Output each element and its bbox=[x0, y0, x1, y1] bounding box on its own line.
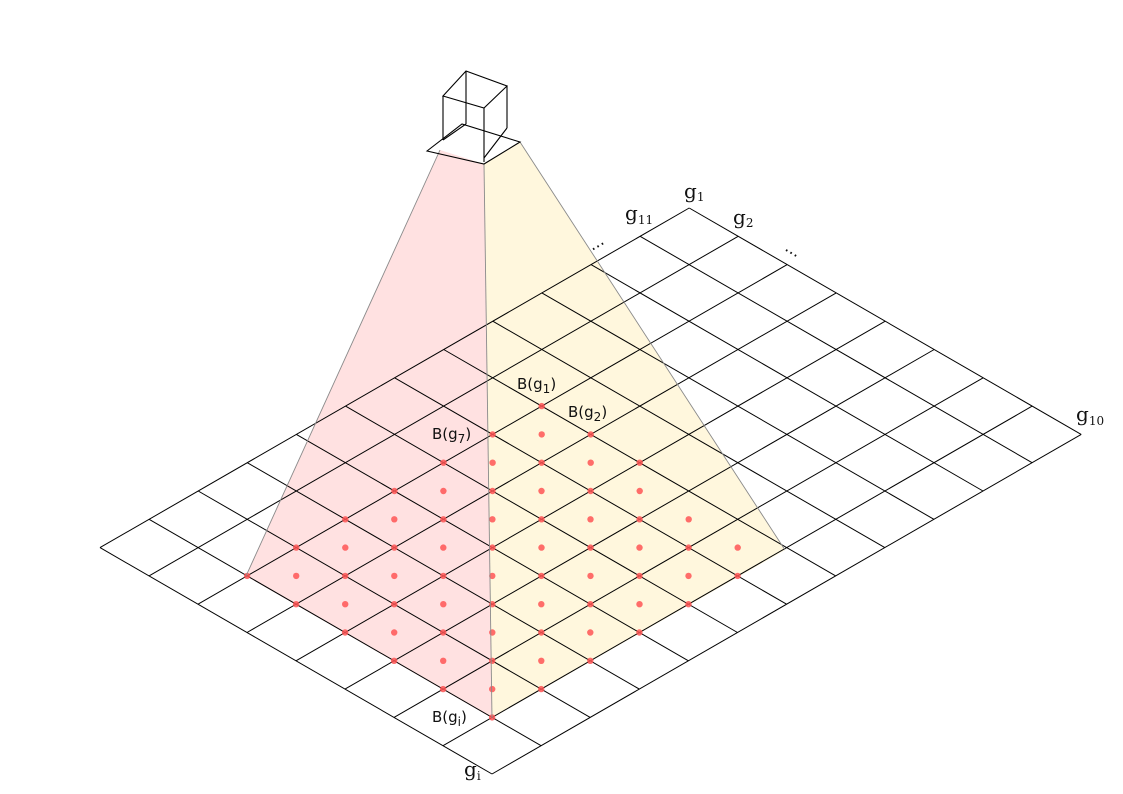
ellipsis-right: ... bbox=[782, 237, 805, 261]
ray-intersection-dot bbox=[489, 516, 496, 523]
ray-intersection-dot bbox=[292, 601, 300, 608]
ray-intersection-dot bbox=[342, 516, 349, 523]
ray-intersection-dot bbox=[440, 487, 447, 495]
ray-intersection-dot bbox=[391, 629, 398, 636]
ray-intersection-dot bbox=[440, 657, 447, 664]
ray-intersection-dot bbox=[734, 544, 741, 551]
ray-intersection-dot bbox=[685, 516, 692, 523]
ray-intersection-dot bbox=[636, 629, 643, 636]
ray-intersection-dot bbox=[440, 516, 447, 523]
ray-intersection-dot bbox=[391, 516, 398, 523]
ray-intersection-dot bbox=[390, 657, 398, 664]
ray-intersection-dot bbox=[538, 459, 545, 466]
ray-intersection-dot bbox=[243, 572, 251, 580]
ray-intersection-dot bbox=[538, 629, 545, 636]
ray-intersection-dot bbox=[489, 685, 496, 693]
ray-intersection-dot bbox=[391, 487, 398, 495]
ray-intersection-dot bbox=[342, 601, 349, 608]
ray-intersection-dot bbox=[342, 544, 349, 551]
ray-intersection-dot bbox=[440, 601, 447, 608]
ray-intersection-dot bbox=[440, 459, 447, 466]
grid-line-column bbox=[541, 292, 935, 520]
label-b-g1: B(g1) bbox=[517, 375, 556, 396]
ray-intersection-dot bbox=[440, 629, 447, 636]
label-b-gi: B(gi) bbox=[432, 708, 467, 729]
ray-intersection-dot bbox=[293, 572, 300, 580]
ray-intersection-dot bbox=[341, 629, 349, 636]
ray-intersection-dot bbox=[489, 431, 496, 438]
cone-edge-left bbox=[245, 149, 441, 577]
ray-intersection-dot bbox=[538, 685, 545, 693]
ray-intersection-dot bbox=[538, 402, 545, 410]
ray-intersection-dot bbox=[587, 629, 594, 636]
ray-intersection-dot bbox=[587, 487, 594, 495]
grid-line-column bbox=[590, 264, 984, 492]
projection-face-left bbox=[246, 150, 492, 718]
ray-intersection-dot bbox=[440, 544, 447, 551]
ray-intersection-dot bbox=[391, 601, 398, 608]
ray-intersection-dot bbox=[440, 572, 447, 580]
ray-intersection-dot bbox=[636, 601, 643, 608]
ray-intersection-dot bbox=[538, 487, 545, 495]
ray-intersection-dot bbox=[636, 572, 643, 580]
projection-face-right bbox=[484, 142, 785, 718]
cone-edge-right bbox=[519, 141, 786, 551]
ray-intersection-dot bbox=[391, 544, 398, 551]
ray-intersection-dot bbox=[489, 629, 496, 636]
ray-intersection-dot bbox=[342, 572, 349, 580]
ray-intersection-dot bbox=[685, 544, 692, 551]
ray-intersection-dot bbox=[439, 685, 447, 693]
cone-edge-center bbox=[483, 163, 493, 719]
ray-intersection-dot bbox=[587, 516, 594, 523]
ray-intersection-dot bbox=[734, 572, 741, 580]
grid-line-column bbox=[492, 320, 886, 549]
ray-intersection-dot bbox=[538, 601, 545, 608]
ray-intersection-dot bbox=[489, 487, 496, 495]
ray-intersection-dot bbox=[489, 657, 496, 664]
ray-intersection-dot bbox=[293, 544, 300, 551]
ray-intersection-dot bbox=[489, 572, 496, 580]
ray-intersection-dot bbox=[587, 459, 594, 466]
grid-line-column bbox=[688, 207, 1082, 435]
grid-line-column bbox=[99, 547, 493, 775]
ray-intersection-dot bbox=[538, 657, 545, 664]
grid-label-g10: g10 bbox=[1076, 402, 1104, 428]
ray-intersection-dot bbox=[489, 459, 496, 466]
ray-intersection-dot bbox=[538, 431, 545, 438]
ray-intersection-dot bbox=[636, 487, 643, 495]
ray-intersection-points bbox=[243, 402, 741, 721]
ray-intersection-dot bbox=[685, 601, 692, 608]
ray-intersection-dot bbox=[587, 657, 594, 664]
ray-intersection-dot bbox=[636, 544, 643, 551]
ray-intersection-dot bbox=[685, 572, 692, 580]
camera-cube-icon bbox=[425, 70, 522, 165]
ray-intersection-dot bbox=[538, 572, 545, 580]
ray-intersection-dot bbox=[538, 544, 545, 551]
grid-line-column bbox=[639, 235, 1033, 464]
ray-intersection-dot bbox=[587, 431, 594, 438]
ray-intersection-dot bbox=[587, 544, 594, 551]
ray-intersection-dot bbox=[391, 572, 398, 580]
ray-intersection-dot bbox=[636, 459, 643, 466]
ray-intersection-dot bbox=[636, 516, 643, 523]
ray-intersection-dot bbox=[587, 572, 594, 580]
grid-label-gi: gi bbox=[464, 757, 481, 783]
grid-label-g1: g1 bbox=[684, 179, 704, 204]
ray-intersection-dot bbox=[587, 601, 594, 608]
ray-intersection-dot bbox=[538, 516, 545, 523]
label-b-g7: B(g7) bbox=[432, 425, 471, 446]
grid-label-g11: g11 bbox=[625, 201, 653, 227]
label-b-g2: B(g2) bbox=[568, 403, 607, 424]
grid-label-g2: g2 bbox=[733, 205, 753, 230]
ray-intersection-dot bbox=[489, 544, 496, 551]
